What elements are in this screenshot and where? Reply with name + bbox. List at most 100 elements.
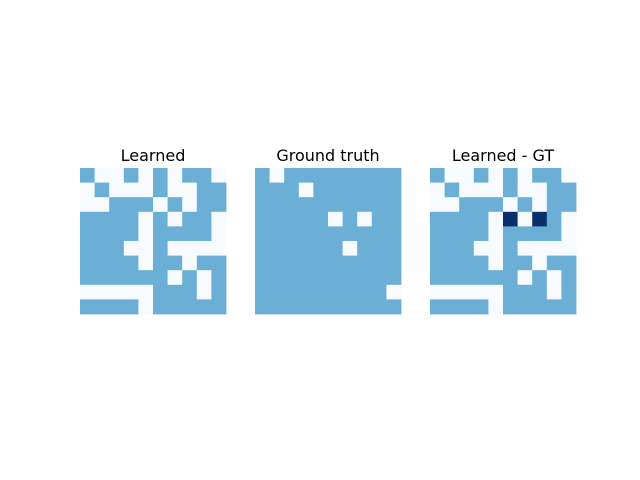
heatmap-cell xyxy=(473,182,489,198)
heatmap-cell xyxy=(94,197,110,213)
heatmap-cell xyxy=(80,299,95,315)
heatmap-cell xyxy=(517,241,533,256)
heatmap-cell xyxy=(532,182,548,198)
heatmap-cell xyxy=(211,211,227,227)
heatmap-cell xyxy=(269,197,285,213)
heatmap-cell xyxy=(313,226,329,242)
heatmap-cell xyxy=(517,168,533,183)
heatmap-cell xyxy=(94,270,110,286)
heatmap-cell xyxy=(430,168,445,183)
heatmap-cell xyxy=(109,211,125,227)
heatmap-cell xyxy=(196,211,212,227)
heatmap-cell xyxy=(298,211,314,227)
heatmap-cell xyxy=(211,299,227,315)
heatmap-cell xyxy=(473,299,489,315)
heatmap-cell xyxy=(182,284,198,300)
heatmap-cell xyxy=(255,241,270,256)
heatmap-cell xyxy=(532,241,548,256)
heatmap-cell xyxy=(386,211,402,227)
heatmap-cell xyxy=(138,241,154,256)
heatmap-cell xyxy=(342,168,358,183)
heatmap-cell xyxy=(357,226,373,242)
heatmap-cell xyxy=(386,284,402,300)
heatmap-cell xyxy=(386,226,402,242)
heatmap-cell xyxy=(459,197,475,213)
heatmap-cell xyxy=(284,284,300,300)
heatmap-cell xyxy=(357,284,373,300)
heatmap-cell xyxy=(167,211,183,227)
heatmap-cell xyxy=(109,226,125,242)
heatmap-cell xyxy=(459,211,475,227)
heatmap-cell xyxy=(430,211,445,227)
heatmap-cell xyxy=(546,197,562,213)
heatmap-cell xyxy=(123,197,139,213)
heatmap-cell xyxy=(532,270,548,286)
heatmap-cell xyxy=(123,226,139,242)
heatmap-cell xyxy=(196,299,212,315)
heatmap-cell xyxy=(80,255,95,271)
heatmap-cell xyxy=(444,168,460,183)
heatmap-cell xyxy=(298,182,314,198)
heatmap-cell xyxy=(109,299,125,315)
heatmap-cell xyxy=(503,270,518,286)
heatmap-cell xyxy=(313,255,329,271)
heatmap-cell xyxy=(94,299,110,315)
heatmap-cell xyxy=(284,182,300,198)
heatmap-cell xyxy=(211,226,227,242)
heatmap-cell xyxy=(211,168,227,183)
heatmap-cell xyxy=(386,270,402,286)
heatmap-cell xyxy=(561,211,577,227)
heatmap-cell xyxy=(153,299,168,315)
heatmap-cell xyxy=(328,182,343,198)
panel-title-ground-truth: Ground truth xyxy=(276,146,379,165)
heatmap-cell xyxy=(473,255,489,271)
heatmap-cell xyxy=(371,241,387,256)
heatmap-cell xyxy=(459,299,475,315)
panel-title-learned: Learned xyxy=(121,146,186,165)
heatmap-cell xyxy=(182,299,198,315)
heatmap-cell xyxy=(196,270,212,286)
heatmap-cell xyxy=(328,241,343,256)
heatmap-cell xyxy=(313,241,329,256)
heatmap-cell xyxy=(386,299,402,315)
heatmap-cell xyxy=(546,284,562,300)
heatmap-cell xyxy=(123,182,139,198)
heatmap-cell xyxy=(444,299,460,315)
heatmap-cell xyxy=(167,270,183,286)
heatmap-cell xyxy=(532,211,548,227)
heatmap-cell xyxy=(503,284,518,300)
heatmap-cell xyxy=(371,197,387,213)
heatmap-cell xyxy=(298,197,314,213)
heatmap-cell xyxy=(211,241,227,256)
heatmap-cell xyxy=(371,168,387,183)
heatmap-cell xyxy=(123,270,139,286)
heatmap-cell xyxy=(357,168,373,183)
heatmap-cell xyxy=(94,226,110,242)
heatmap-cell xyxy=(298,168,314,183)
heatmap-cell xyxy=(255,299,270,315)
heatmap-cell xyxy=(561,168,577,183)
heatmap-cell xyxy=(167,255,183,271)
heatmap-cell xyxy=(473,226,489,242)
heatmap-cell xyxy=(211,182,227,198)
heatmap-cell xyxy=(94,284,110,300)
heatmap-cell xyxy=(269,270,285,286)
heatmap-cell xyxy=(167,226,183,242)
heatmap-cell xyxy=(342,211,358,227)
heatmap-learned xyxy=(80,168,227,315)
heatmap-cell xyxy=(546,168,562,183)
heatmap-cell xyxy=(138,226,154,242)
heatmap-cell xyxy=(488,255,504,271)
heatmap-cell xyxy=(430,255,445,271)
heatmap-learned-minus-gt xyxy=(430,168,577,315)
heatmap-cell xyxy=(546,255,562,271)
heatmap-cell xyxy=(561,226,577,242)
heatmap-cell xyxy=(109,182,125,198)
heatmap-cell xyxy=(313,211,329,227)
heatmap-cell xyxy=(430,197,445,213)
heatmap-cell xyxy=(386,168,402,183)
heatmap-cell xyxy=(80,197,95,213)
heatmap-cell xyxy=(371,284,387,300)
heatmap-cell xyxy=(488,168,504,183)
heatmap-cell xyxy=(109,255,125,271)
